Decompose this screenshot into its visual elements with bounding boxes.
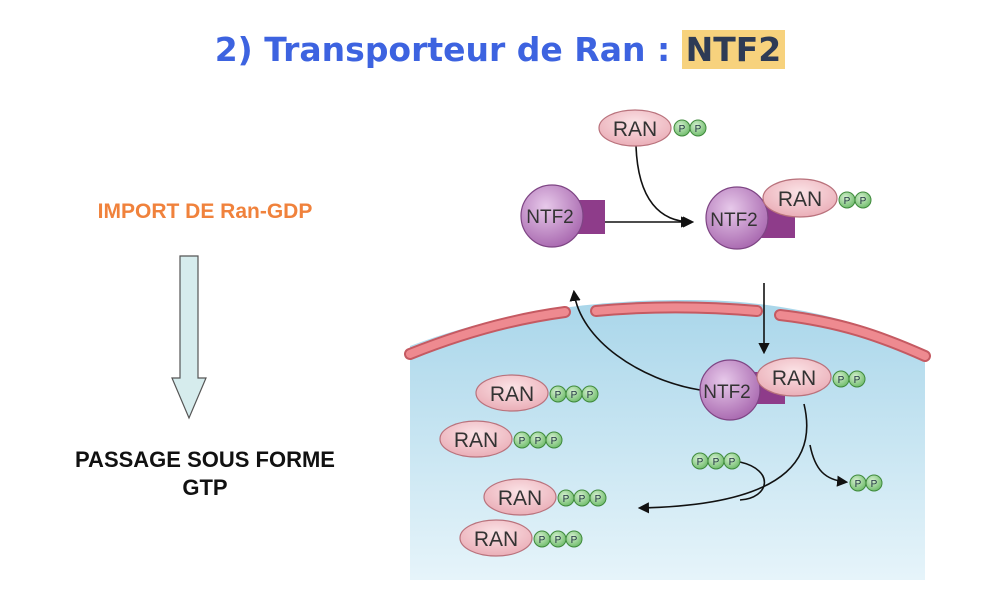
phosphate-label: P <box>679 124 686 135</box>
phosphate-label: P <box>539 535 546 546</box>
phosphate-label: P <box>595 494 602 505</box>
phosphate-label: P <box>844 196 851 207</box>
passage-line-1: PASSAGE SOUS FORME <box>75 447 335 472</box>
phosphate-label: P <box>713 457 720 468</box>
ntf2-ran-complex-cytoplasm: NTF2 RAN P P <box>705 178 872 250</box>
phosphate-label: P <box>555 390 562 401</box>
phosphate-label: P <box>697 457 704 468</box>
passage-label: PASSAGE SOUS FORME GTP <box>20 446 390 502</box>
ntf2-label: NTF2 <box>703 382 751 403</box>
phosphate-label: P <box>854 375 861 386</box>
ran-label: RAN <box>772 367 816 390</box>
released-gdp: P P <box>849 474 883 492</box>
ran-label: RAN <box>454 429 498 452</box>
phosphate-label: P <box>535 436 542 447</box>
ntf2-free: NTF2 <box>520 184 605 248</box>
phosphate-label: P <box>551 436 558 447</box>
ran-label: RAN <box>613 118 657 141</box>
ntf2-ran-complex-nucleus: NTF2 RAN P P <box>699 357 866 421</box>
phosphate-label: P <box>695 124 702 135</box>
title-prefix: 2) Transporteur de Ran : <box>214 30 682 69</box>
ran-label: RAN <box>474 528 518 551</box>
phosphate-label: P <box>571 390 578 401</box>
passage-line-2: GTP <box>182 475 228 500</box>
phosphate-label: P <box>860 196 867 207</box>
phosphate-label: P <box>555 535 562 546</box>
ntf2-label: NTF2 <box>710 210 758 231</box>
ran-gtp-4: RAN P P P <box>459 519 583 557</box>
page-title: 2) Transporteur de Ran : NTF2 <box>0 30 1000 69</box>
down-arrow-icon <box>171 255 207 420</box>
phosphate-label: P <box>587 390 594 401</box>
ran-gtp-3: RAN P P P <box>483 478 607 516</box>
ran-label: RAN <box>778 188 822 211</box>
ntf2-label: NTF2 <box>526 207 574 228</box>
ran-gtp-1: RAN P P P <box>475 374 599 412</box>
ran-label: RAN <box>498 487 542 510</box>
phosphate-label: P <box>579 494 586 505</box>
phosphate-label: P <box>729 457 736 468</box>
title-highlight: NTF2 <box>681 30 786 69</box>
phosphate-label: P <box>838 375 845 386</box>
phosphate-label: P <box>563 494 570 505</box>
process-arrows <box>569 145 849 514</box>
ran-gtp-2: RAN P P P <box>439 420 563 458</box>
nuclear-membrane <box>404 301 931 362</box>
phosphate-label: P <box>571 535 578 546</box>
import-label: IMPORT DE Ran-GDP <box>97 200 313 223</box>
phosphate-label: P <box>855 479 862 490</box>
free-gtp: P P P <box>691 452 741 470</box>
phosphate-label: P <box>871 479 878 490</box>
phosphate-label: P <box>519 436 526 447</box>
ran-gdp-top: RAN P P <box>598 109 707 147</box>
ran-label: RAN <box>490 383 534 406</box>
